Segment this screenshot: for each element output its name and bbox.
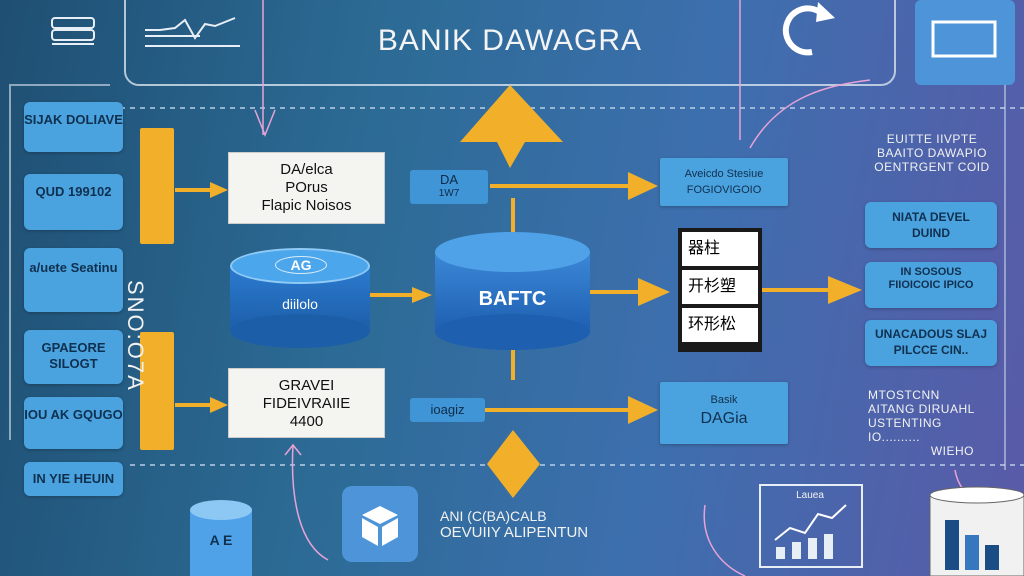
yellow-bar-bottom <box>140 332 174 450</box>
right-text-bottom-1: MTOSTCNN <box>868 388 940 402</box>
bottom-right-box-line2: DAGia <box>700 410 748 427</box>
database-bottom-label: A E <box>209 532 233 548</box>
mid-tag-bottom[interactable]: ioagiz <box>410 398 485 422</box>
input-box-top[interactable]: DA/elca POrus Flapic Noisos <box>228 152 385 224</box>
input-box-top-line2: POrus <box>285 179 328 196</box>
input-box-top-line3: Flapic Noisos <box>261 197 352 214</box>
window-icon <box>915 0 1015 85</box>
mid-tag-top-line1: DA <box>439 172 459 187</box>
left-frame <box>9 84 110 440</box>
arrow-to-right <box>828 276 862 304</box>
list-icon <box>51 17 95 45</box>
left-box-5[interactable]: IOU AK GQUGO <box>24 397 123 449</box>
vertical-label: SNO:O7A <box>123 280 148 392</box>
right-text-top-1: EUITTE IIVPTE <box>886 132 978 146</box>
refresh-icon <box>782 5 829 56</box>
database-left[interactable]: AG diilolo <box>230 248 370 348</box>
bottom-caption: ANI (C(BA)CALB OEVUIIY ALIPENTUN <box>440 508 620 541</box>
input-box-top-line1: DA/elca <box>280 161 333 178</box>
up-arrow <box>460 85 563 142</box>
database-left-label2: diilolo <box>282 296 318 312</box>
stack-item-1[interactable]: 器柱 <box>682 232 758 266</box>
input-box-bottom-line3: 4400 <box>289 413 324 430</box>
mid-tag-top-line2: 1W7 <box>438 188 460 199</box>
left-box-2[interactable]: QUD 199102 <box>24 174 123 230</box>
bottom-caption-line2: OEVUIIY ALIPENTUN <box>440 524 589 541</box>
right-text-bottom-5: WIEHO <box>930 444 974 458</box>
stack-item-2[interactable]: 开杉塑 <box>682 270 758 304</box>
database-center-label: BAFTC <box>478 288 547 310</box>
input-box-bottom-line1: GRAVEI <box>278 377 335 394</box>
line-graph-icon <box>145 17 240 47</box>
right-text-top: EUITTE IIVPTE BAAITO DAWAPIO OENTRGENT C… <box>862 132 1002 174</box>
bottom-right-box-line1: Basik <box>710 394 738 406</box>
top-right-box[interactable]: Aveicdo Stesiue FOGIOVIGOIO <box>660 158 788 206</box>
arrow-to-top-right <box>628 172 658 200</box>
mid-tag-top[interactable]: DA 1W7 <box>410 170 488 204</box>
left-box-3[interactable]: a/uete Seatinu <box>24 248 123 312</box>
stack-item-3[interactable]: 环形松 <box>682 308 758 342</box>
input-box-bottom[interactable]: GRAVEI FIDEIVRAIIE 4400 <box>228 368 385 438</box>
right-text-top-2: BAAITO DAWAPIO <box>877 146 987 160</box>
database-center[interactable]: BAFTC <box>435 232 590 350</box>
right-box-1[interactable]: NIATA DEVEL DUIND <box>865 202 997 248</box>
right-box-3[interactable]: UNACADOUS SLAJ PILCCE CIN.. <box>865 320 997 366</box>
input-box-bottom-line2: FIDEIVRAIIE <box>262 395 351 412</box>
page-title: BANIK DAWAGRA <box>377 24 643 57</box>
diamond-arrow <box>487 430 540 498</box>
bottom-right-database-icon <box>929 486 1024 576</box>
right-text-bottom: MTOSTCNN AITANG DIRUAHL USTENTING IO....… <box>868 388 988 458</box>
left-box-4[interactable]: GPAEORE SILOGT <box>24 330 123 384</box>
stack-list: 器柱 开杉塑 环形松 <box>678 228 762 352</box>
database-left-label1: AG <box>275 256 327 274</box>
top-right-box-line2: FOGIOVIGOIO <box>686 184 762 196</box>
right-text-bottom-3: USTENTING <box>868 416 942 430</box>
bottom-chart-icon <box>759 484 863 568</box>
right-text-bottom-2: AITANG DIRUAHL <box>868 402 975 416</box>
database-bottom[interactable]: A E <box>190 500 252 576</box>
arrow-to-stack <box>638 278 670 306</box>
bottom-right-box[interactable]: Basik DAGia <box>660 382 788 444</box>
right-box-2[interactable]: IN SOSOUS FIIOICOIC IPICO <box>865 262 997 308</box>
arrow-to-bottom-right <box>628 396 658 424</box>
right-text-bottom-4: IO.......... <box>868 430 921 444</box>
left-box-6[interactable]: IN YIE HEUIN <box>24 462 123 496</box>
yellow-bar-top <box>140 128 174 244</box>
top-right-box-line1: Aveicdo Stesiue <box>684 168 764 180</box>
bottom-caption-line1: ANI (C(BA)CALB <box>440 508 547 524</box>
curve-bottom-left <box>291 444 329 561</box>
bottom-chart-label: Lauea <box>796 490 824 501</box>
right-text-top-3: OENTRGENT COID <box>874 160 990 174</box>
left-box-1[interactable]: SIJAK DOLIAVE <box>24 102 123 152</box>
